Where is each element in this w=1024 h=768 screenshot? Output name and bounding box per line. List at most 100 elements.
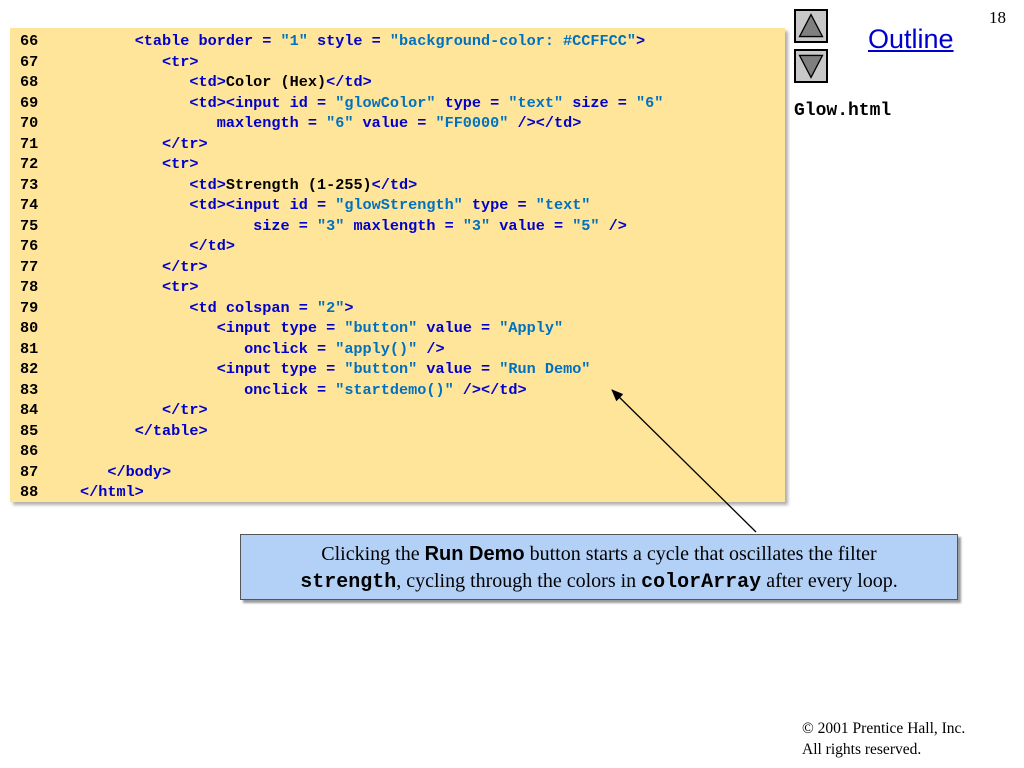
code-plain	[80, 299, 189, 317]
line-number: 76	[20, 237, 39, 255]
code-plain	[80, 463, 107, 481]
code-tag: <tr>	[162, 52, 199, 71]
code-tag: />	[599, 216, 627, 235]
code-tag: <table border =	[134, 32, 281, 50]
code-plain	[80, 340, 244, 358]
code-tag: <td>	[189, 175, 226, 194]
code-plain	[80, 381, 244, 399]
page-number: 18	[989, 8, 1006, 27]
code-tag: </table>	[134, 421, 208, 440]
line-number: 68	[20, 73, 39, 91]
triangle-up-icon	[798, 13, 824, 38]
callout-text-2: button starts a cycle that oscillates th…	[524, 543, 877, 565]
code-string: "text"	[508, 93, 564, 112]
code-string: "startdemo()"	[335, 380, 454, 399]
code-text: onclick = "startdemo()" /></td>	[80, 380, 527, 400]
code-tag: </tr>	[162, 401, 208, 419]
code-string: "6"	[326, 114, 354, 132]
line-number: 87	[20, 462, 39, 481]
line-number: 86	[20, 442, 39, 460]
code-string: "Apply"	[499, 319, 564, 337]
code-plain	[80, 176, 189, 194]
code-tag: </td>	[189, 237, 235, 255]
code-text: </tr>	[80, 400, 208, 420]
copyright-symbol: ©	[802, 720, 814, 737]
code-tag: /></td>	[453, 380, 527, 399]
code-tag: /></td>	[508, 114, 582, 132]
line-number: 77	[20, 257, 39, 276]
code-tag: onclick =	[244, 339, 336, 358]
callout-text-4: after every loop.	[761, 570, 898, 592]
code-tag: >	[344, 298, 354, 317]
code-string: "3"	[316, 216, 345, 235]
code-tag: value =	[353, 114, 436, 132]
code-tag: maxlength =	[216, 114, 327, 132]
code-tag: />	[417, 339, 445, 358]
code-tag: </td>	[326, 73, 372, 91]
code-tag: size =	[563, 93, 636, 112]
code-string: "glowColor"	[335, 93, 436, 112]
line-number: 71	[20, 134, 39, 153]
code-plain	[80, 94, 189, 112]
code-string: "Run Demo"	[499, 360, 591, 378]
outline-link[interactable]: Outline	[868, 24, 954, 54]
code-text: </tr>	[80, 257, 208, 277]
line-number: 78	[20, 278, 39, 296]
code-plain	[80, 135, 162, 153]
line-number: 72	[20, 155, 39, 173]
code-plain	[80, 155, 162, 173]
code-string: "3"	[462, 216, 491, 235]
code-text: <td>Color (Hex)</td>	[80, 72, 372, 92]
line-number: 69	[20, 93, 39, 112]
line-number: 74	[20, 196, 39, 214]
code-text: size = "3" maxlength = "3" value = "5" /…	[80, 216, 627, 236]
code-plain	[80, 217, 253, 235]
code-plain	[80, 319, 217, 337]
callout-box: Clicking the Run Demo button starts a cy…	[240, 534, 958, 600]
code-text: <table border = "1" style = "background-…	[80, 31, 645, 51]
code-string: "text"	[535, 196, 591, 214]
code-tag: value =	[490, 216, 573, 235]
code-tag: value =	[417, 360, 500, 378]
code-tag: maxlength =	[344, 216, 463, 235]
code-plain	[80, 360, 217, 378]
code-tag: <td><input id =	[189, 93, 336, 112]
code-string: "button"	[344, 319, 418, 337]
code-text: </td>	[80, 236, 235, 256]
line-number: 82	[20, 360, 39, 378]
next-slide-button[interactable]	[794, 49, 828, 83]
line-number: 67	[20, 52, 39, 71]
code-string: "apply()"	[335, 339, 418, 358]
code-plain	[80, 196, 189, 214]
code-string: "glowStrength"	[335, 196, 463, 214]
line-number: 75	[20, 216, 39, 235]
code-tag: <td colspan =	[189, 298, 317, 317]
line-number: 85	[20, 421, 39, 440]
previous-slide-button[interactable]	[794, 9, 828, 43]
callout-text-1: Clicking the	[321, 543, 425, 565]
code-plain	[80, 73, 189, 91]
line-number: 80	[20, 319, 39, 337]
code-string: "6"	[636, 93, 664, 112]
callout-run-demo: Run Demo	[424, 543, 525, 565]
code-tag: type =	[462, 196, 536, 214]
code-string: "5"	[572, 216, 600, 235]
code-text: <tr>	[80, 52, 199, 72]
code-tag: <input type =	[216, 319, 345, 337]
code-string: "FF0000"	[435, 114, 509, 132]
code-string: "1"	[280, 32, 308, 50]
code-tag: type =	[435, 93, 509, 112]
code-text: <input type = "button" value = "Apply"	[80, 318, 563, 338]
code-text: </table>	[80, 421, 208, 441]
line-number: 83	[20, 380, 39, 399]
code-tag: <tr>	[162, 155, 199, 173]
code-text: onclick = "apply()" />	[80, 339, 445, 359]
code-text: <tr>	[80, 154, 199, 174]
copyright-line-2: All rights reserved.	[802, 741, 922, 758]
code-listing-panel: 66 <table border = "1" style = "backgrou…	[10, 28, 785, 502]
file-name: Glow.html	[794, 101, 892, 121]
code-tag: <tr>	[162, 278, 199, 296]
line-number: 84	[20, 401, 39, 419]
callout-text-3: , cycling through the colors in	[396, 570, 642, 592]
code-string: "background-color: #CCFFCC"	[389, 32, 636, 50]
